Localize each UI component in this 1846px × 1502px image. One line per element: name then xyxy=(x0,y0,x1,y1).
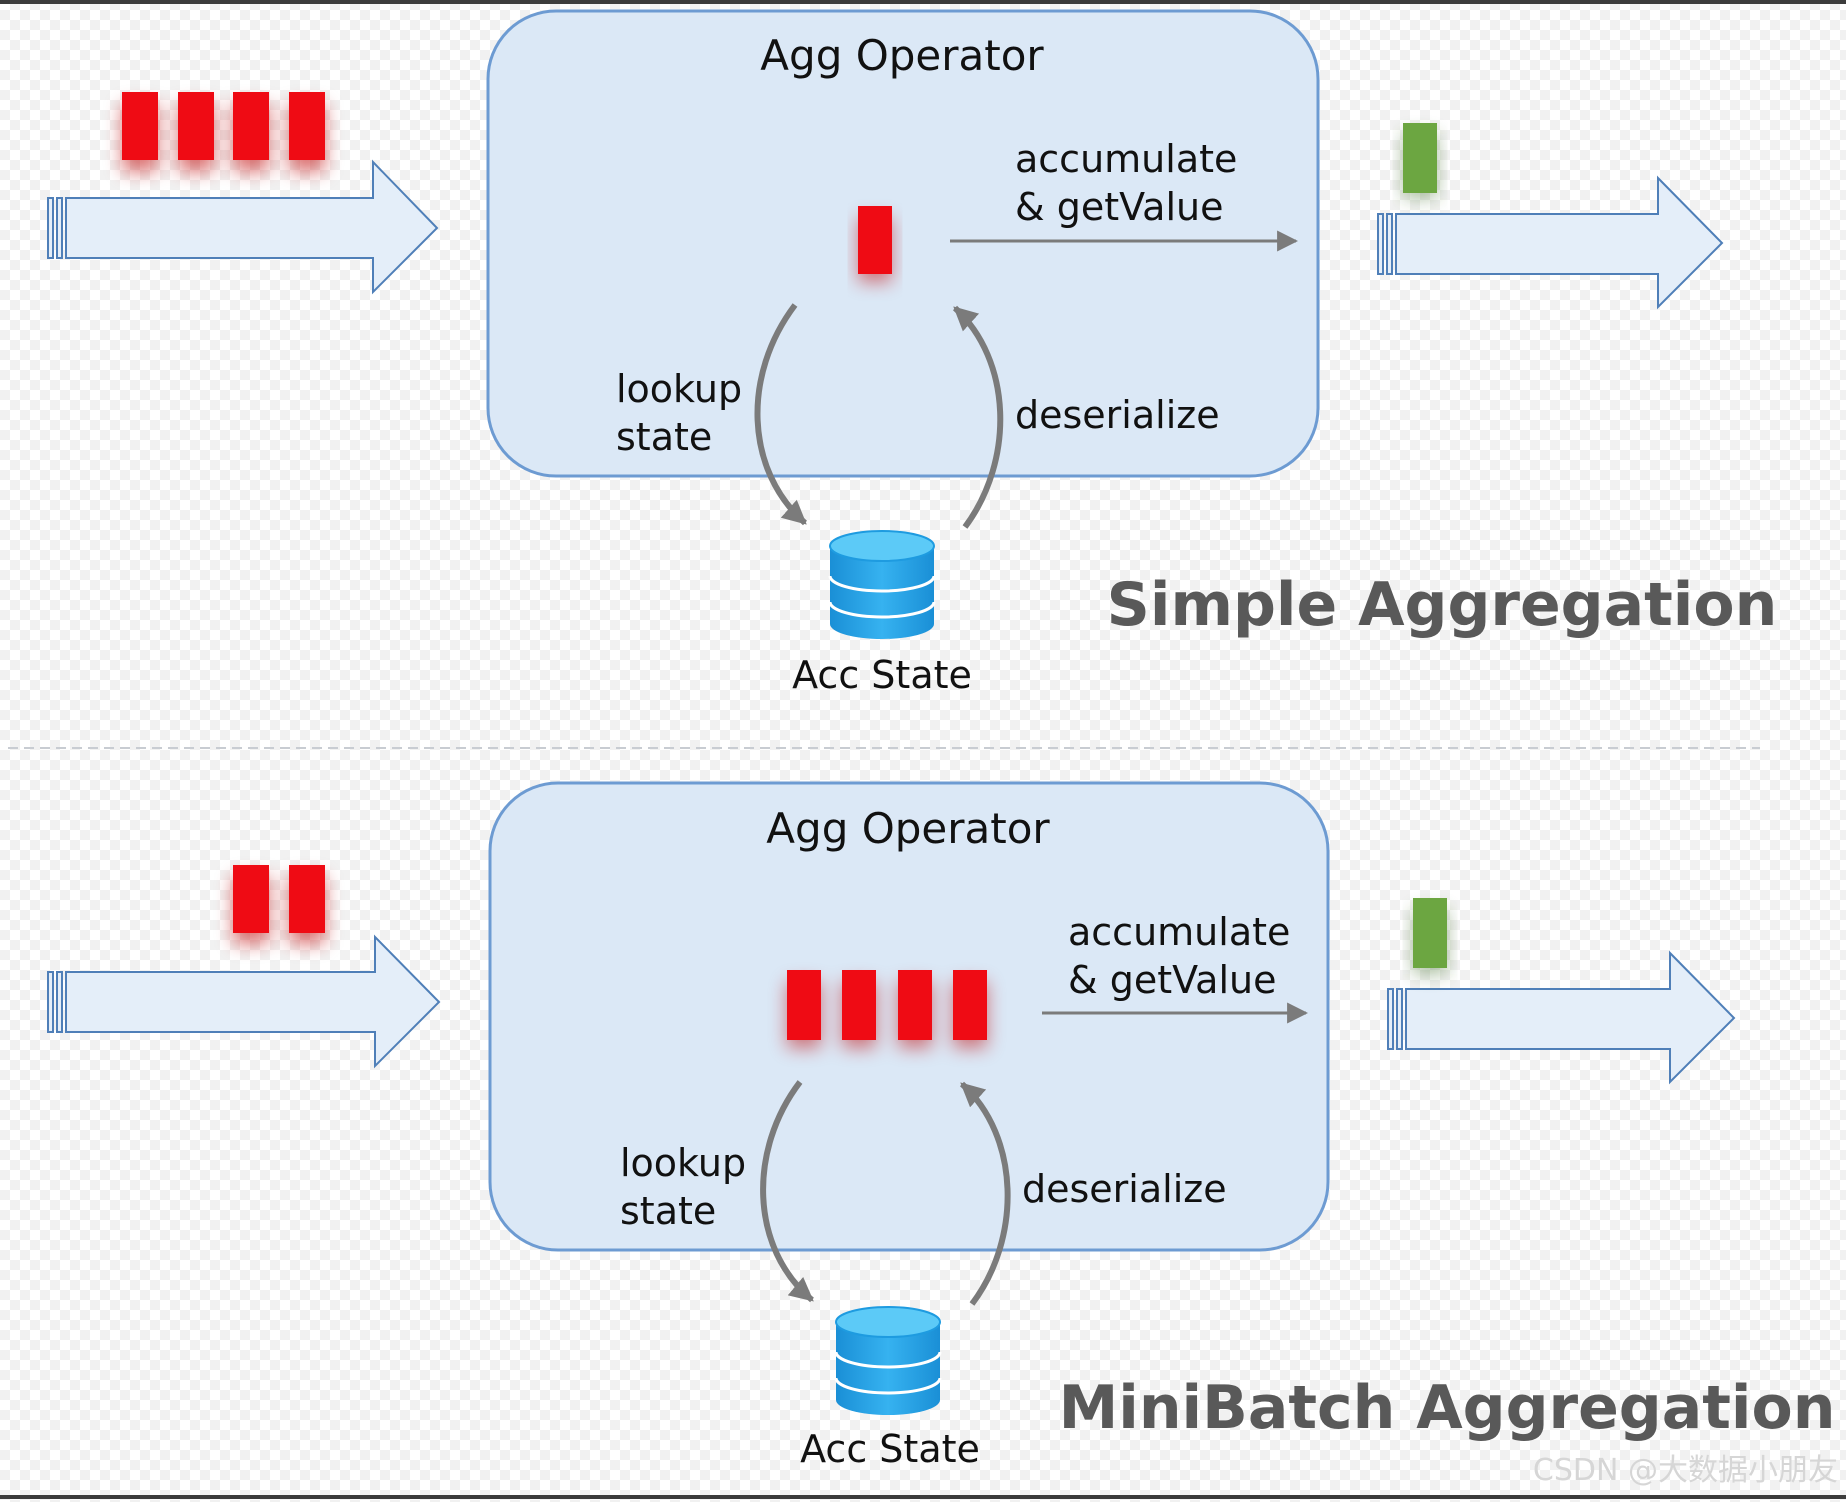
panel-minibatch-aggregation: Agg Operator accumulate & getValue looku… xyxy=(47,781,1836,1471)
panel-simple-aggregation: Agg Operator accumulate & getValue looku… xyxy=(47,9,1778,697)
agg-operator-box xyxy=(486,9,1320,478)
accumulate-label: accumulate & getValue xyxy=(1068,910,1302,1002)
database-icon xyxy=(828,530,936,639)
result-record xyxy=(1413,898,1447,968)
output-records xyxy=(1403,123,1437,198)
record xyxy=(289,92,325,160)
output-records xyxy=(1413,898,1447,974)
top-border xyxy=(0,0,1846,4)
input-records xyxy=(233,865,325,944)
record xyxy=(289,865,325,933)
buffered-records xyxy=(787,970,987,1048)
record xyxy=(898,970,932,1040)
record xyxy=(858,206,892,274)
result-record xyxy=(1403,123,1437,193)
lookup-state-arrow xyxy=(754,303,807,526)
input-stream-arrow-icon xyxy=(47,159,439,295)
record xyxy=(787,970,821,1040)
database-icon xyxy=(834,1306,942,1415)
output-stream-arrow-icon xyxy=(1387,950,1736,1085)
acc-state-label: Acc State xyxy=(792,653,972,697)
output-stream-arrow-icon xyxy=(1377,175,1724,310)
acc-state-label: Acc State xyxy=(800,1427,980,1471)
bottom-border xyxy=(0,1495,1846,1499)
deserialize-label: deserialize xyxy=(1022,1167,1227,1211)
input-stream-arrow-icon xyxy=(47,934,441,1069)
deserialize-arrow xyxy=(959,1081,1011,1306)
panel-title: MiniBatch Aggregation xyxy=(1059,1373,1836,1443)
accumulate-label: accumulate & getValue xyxy=(1015,137,1249,229)
buffered-records xyxy=(858,206,892,282)
operator-title: Agg Operator xyxy=(760,31,1044,80)
lookup-state-arrow xyxy=(760,1080,814,1303)
lookup-label: lookup state xyxy=(616,367,754,459)
record xyxy=(842,970,876,1040)
record xyxy=(953,970,987,1040)
deserialize-label: deserialize xyxy=(1015,393,1220,437)
record xyxy=(178,92,214,160)
input-records xyxy=(122,92,325,172)
watermark: CSDN @大数据小朋友 xyxy=(1533,1453,1838,1488)
record xyxy=(233,92,269,160)
record xyxy=(122,92,158,160)
operator-title: Agg Operator xyxy=(766,804,1050,853)
panel-title: Simple Aggregation xyxy=(1107,570,1778,640)
lookup-label: lookup state xyxy=(620,1141,758,1233)
record xyxy=(233,865,269,933)
deserialize-arrow xyxy=(952,305,1004,529)
